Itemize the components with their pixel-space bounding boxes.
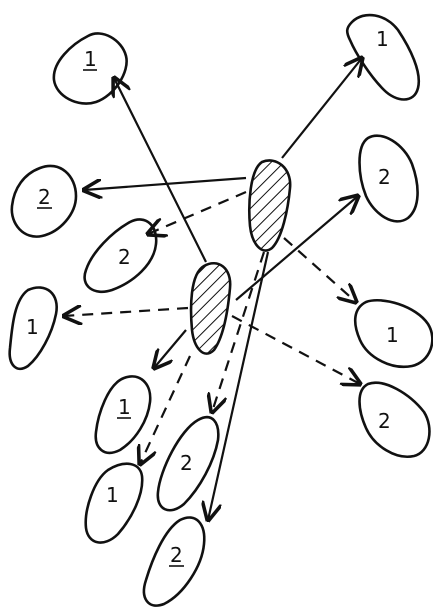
dashed-arrow-to-mid-2 — [148, 192, 246, 234]
solid-arrow-to-lower-1-underlined — [154, 330, 186, 368]
label-lower-right-2: 2 — [378, 409, 391, 433]
label-bottom-2-underlined: 2 — [170, 543, 183, 567]
source-shape-lower-hatched — [191, 263, 230, 353]
dashed-arrow-to-far-left-1 — [64, 308, 188, 316]
dashed-arrow-to-right-1 — [284, 238, 356, 302]
dashed-arrow-to-lower-right-2 — [232, 316, 360, 384]
label-top-left-1: 1 — [84, 47, 97, 71]
label-lower-1: 1 — [106, 483, 119, 507]
label-mid-2: 2 — [118, 245, 131, 269]
label-center-2: 2 — [180, 451, 193, 475]
label-right-2: 2 — [378, 165, 391, 189]
solid-arrow-to-top-right-1 — [282, 58, 362, 158]
label-top-right-1: 1 — [376, 27, 389, 51]
target-shape-lower-right-2 — [360, 383, 430, 457]
label-right-1: 1 — [386, 323, 399, 347]
source-shape-upper-hatched — [249, 160, 290, 250]
label-left-2: 2 — [38, 185, 51, 209]
label-far-left-1: 1 — [26, 315, 39, 339]
label-lower-1-underlined: 1 — [118, 395, 131, 419]
